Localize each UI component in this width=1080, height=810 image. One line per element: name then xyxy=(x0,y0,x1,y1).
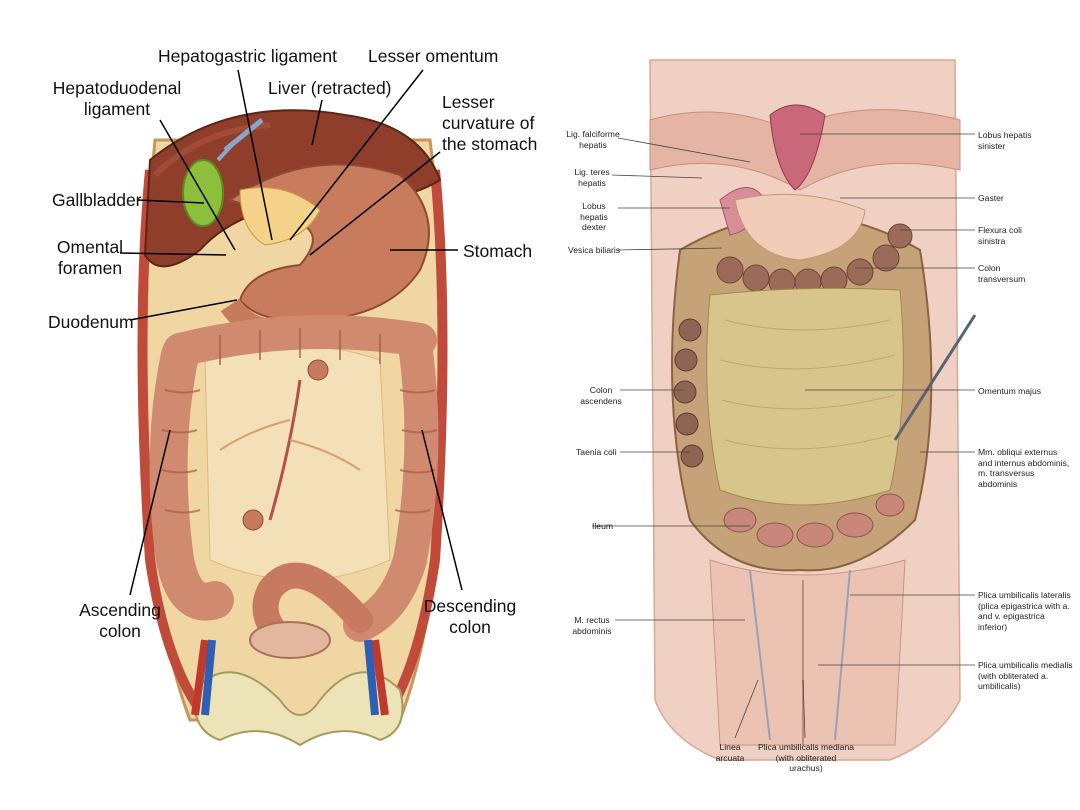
label-gaster: Gaster xyxy=(978,193,1004,203)
label-plica-umbilicalis-medialis: Plica umbilicalis medialis (with obliter… xyxy=(978,660,1073,691)
label-hepatoduodenal-ligament: Hepatoduodenal ligament xyxy=(52,78,182,119)
label-ileum: Ileum xyxy=(592,521,614,531)
label-colon-transversum: Colon transversum xyxy=(978,263,1026,284)
label-lobus-hepatis-dexter: Lobus hepatis dexter xyxy=(580,201,608,232)
right-illustration-art xyxy=(592,59,977,761)
label-liver-retracted: Liver (retracted) xyxy=(268,78,392,98)
label-colon-ascendens: Colon ascendens xyxy=(580,385,622,406)
label-stomach: Stomach xyxy=(463,241,533,261)
label-lobus-hepatis-sinister: Lobus hepatis sinister xyxy=(978,130,1032,151)
label-plica-umbilicalis-mediana: Plica umbilicalis mediana (with oblitera… xyxy=(758,742,855,773)
label-omental-foramen: Omental foramen xyxy=(56,237,124,278)
label-lig-teres-hepatis: Lig. teres hepatis xyxy=(574,167,610,188)
label-mm-obliqui: Mm. obliqui externus and internus abdomi… xyxy=(978,447,1070,489)
label-gallbladder: Gallbladder xyxy=(52,190,142,210)
left-illustration-art xyxy=(119,69,463,747)
label-plica-umbilicalis-lateralis: Plica umbilicalis lateralis (plica epiga… xyxy=(978,590,1071,632)
label-hepatogastric-ligament: Hepatogastric ligament xyxy=(158,46,337,66)
label-vesica-biliaris: Vesica biliaris xyxy=(568,245,621,255)
label-lig-falciforme-hepatis: Lig. falciforme hepatis xyxy=(566,129,620,150)
abdominal-anatomy-illustration-right: Lig. falciforme hepatis Lig. teres hepat… xyxy=(560,0,1080,810)
label-lesser-omentum: Lesser omentum xyxy=(368,46,499,66)
label-omentum-majus: Omentum majus xyxy=(978,386,1042,396)
label-m-rectus-abdominis: M. rectus abdominis xyxy=(572,615,612,636)
label-linea-arcuata: Linea arcuata xyxy=(715,742,745,763)
abdominal-anatomy-illustration-left: Hepatogastric ligament Lesser omentum He… xyxy=(48,46,538,747)
label-lesser-curvature: Lesser curvature of the stomach xyxy=(442,92,538,154)
label-flexura-coli-sinistra: Flexura coli sinistra xyxy=(978,225,1022,246)
label-descending-colon: Descending colon xyxy=(423,596,517,637)
label-duodenum: Duodenum xyxy=(48,312,134,332)
label-taenia-coli: Taenia coli xyxy=(576,447,617,457)
label-ascending-colon: Ascending colon xyxy=(79,600,161,641)
